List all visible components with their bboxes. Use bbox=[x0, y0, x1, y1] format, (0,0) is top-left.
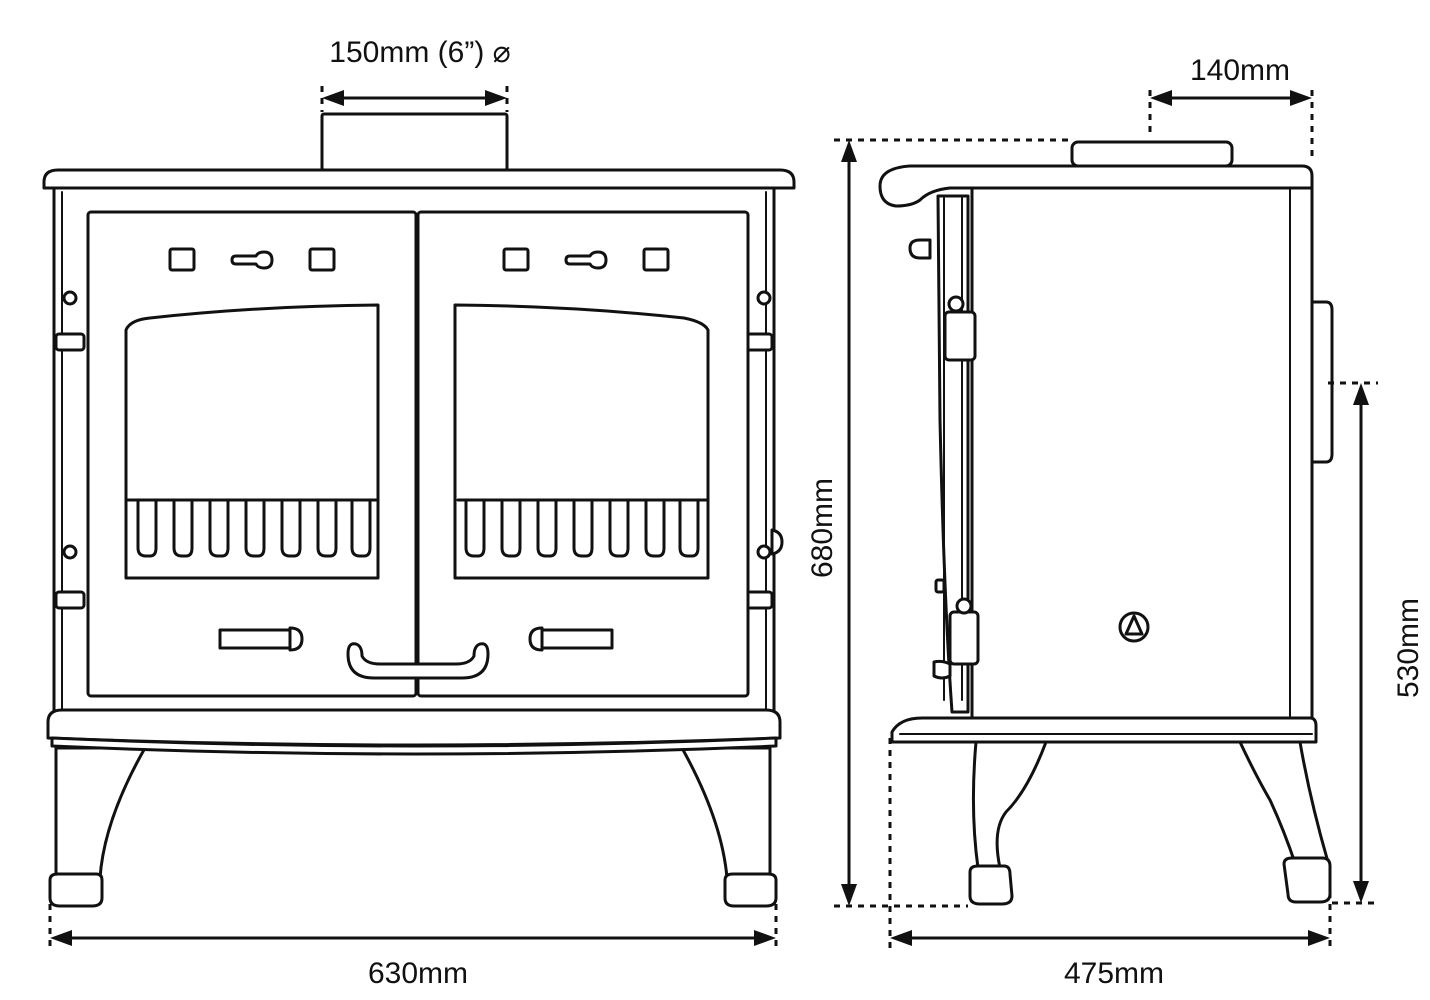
side-flue bbox=[1070, 140, 1234, 168]
front-right-leg bbox=[680, 746, 778, 908]
flue-offset-label: 140mm bbox=[1190, 54, 1290, 87]
rear-boss bbox=[1310, 300, 1334, 464]
top-plate bbox=[42, 168, 796, 190]
front-left-leg bbox=[48, 746, 147, 908]
right-door bbox=[416, 210, 750, 698]
side-base bbox=[890, 716, 1318, 744]
front-hinges bbox=[54, 290, 784, 610]
side-top-plate bbox=[878, 164, 1314, 208]
left-door bbox=[86, 210, 418, 698]
overall-height-label: 680mm bbox=[806, 478, 839, 578]
dimension-lines bbox=[48, 86, 1378, 952]
flue-centre-height-label: 530mm bbox=[1392, 598, 1425, 698]
front-view bbox=[42, 112, 796, 908]
flue-collar bbox=[320, 112, 509, 172]
side-door-edge bbox=[908, 194, 980, 714]
base-plinth bbox=[46, 708, 782, 747]
side-front-leg bbox=[968, 740, 1048, 906]
side-rear-leg bbox=[1238, 740, 1332, 904]
overall-width-label: 630mm bbox=[368, 957, 468, 990]
side-view bbox=[878, 140, 1334, 906]
flue-diameter-label: 150mm (6”) ⌀ bbox=[329, 36, 510, 69]
air-control-knob bbox=[1118, 611, 1150, 643]
overall-depth-label: 475mm bbox=[1064, 957, 1164, 990]
door-handle bbox=[346, 642, 490, 680]
